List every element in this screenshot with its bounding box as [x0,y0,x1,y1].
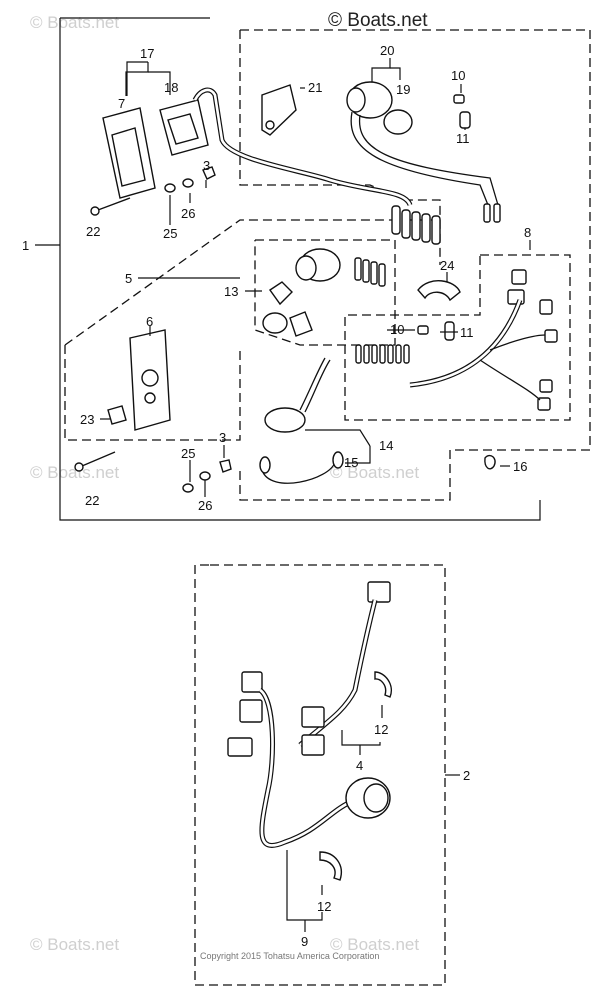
stop-switch [264,407,306,433]
nut-icon [202,166,216,180]
harness-8-group [355,269,558,411]
callout-labels: 1 2 3 3 4 5 6 7 8 9 10 10 11 11 12 12 13… [22,43,531,949]
lanyard-switch-group [261,81,501,223]
grommet-10 [453,94,465,104]
assembly-1-frame [35,17,591,521]
watermark: © Boats.net [30,935,119,954]
callout-14: 14 [379,438,393,453]
callout-19: 19 [396,82,410,97]
callout-8: 8 [524,225,531,240]
callout-13: 13 [224,284,238,299]
harness-8-terminals [355,344,410,364]
callout-9: 9 [301,934,308,949]
stop-switch-group [259,357,496,484]
callout-15: 15 [344,455,358,470]
callout-2: 2 [463,768,470,783]
assembly-2-frame [194,564,460,986]
callout-24: 24 [440,258,454,273]
clip-16 [484,454,496,470]
callout-10a: 10 [451,68,465,83]
connector-top [367,581,391,603]
clip-12a [374,671,392,698]
callout-18: 18 [164,80,178,95]
sleeve-11 [459,111,471,129]
callout-26b: 26 [198,498,212,513]
callout-4: 4 [356,758,363,773]
callout-20: 20 [380,43,394,58]
callout-26a: 26 [181,206,195,221]
callout-12b: 12 [317,899,331,914]
clamp-24 [417,280,461,302]
watermark-group: © Boats.net © Boats.net © Boats.net © Bo… [30,13,419,954]
callout-11a: 11 [456,131,470,146]
callout-7: 7 [118,96,125,111]
harness-2-group [227,581,392,881]
callout-6: 6 [146,314,153,329]
callout-25b: 25 [181,446,195,461]
callout-22b: 22 [85,493,99,508]
clip-12b [319,851,342,881]
callout-3a: 3 [203,158,210,173]
brand-logo: © Boats.net [328,10,428,31]
callout-21: 21 [308,80,322,95]
callout-17: 17 [140,46,154,61]
leader-lines-bottom [286,705,383,932]
watermark: © Boats.net [30,13,119,32]
callout-3b: 3 [219,430,226,445]
callout-23: 23 [80,412,94,427]
callout-22a: 22 [86,224,100,239]
callout-10b: 10 [390,322,404,337]
leader-lines-top [100,58,531,497]
key-icon [269,281,293,306]
connector-bundle [391,205,441,245]
callout-11b: 11 [460,325,474,340]
callout-5: 5 [125,271,132,286]
watermark: © Boats.net [30,463,119,482]
callout-12a: 12 [374,722,388,737]
callout-16: 16 [513,459,527,474]
nut-23 [107,405,127,425]
callout-1: 1 [22,238,29,253]
panel-6-group [74,329,232,493]
copyright-text: Copyright 2015 Tohatsu America Corporati… [200,951,379,961]
cap-19 [383,109,413,135]
watermark: © Boats.net [330,935,419,954]
key-switch-group [262,248,386,337]
switch-panel-group [90,87,441,245]
callout-25a: 25 [163,226,177,241]
watermark: © Boats.net [330,463,419,482]
